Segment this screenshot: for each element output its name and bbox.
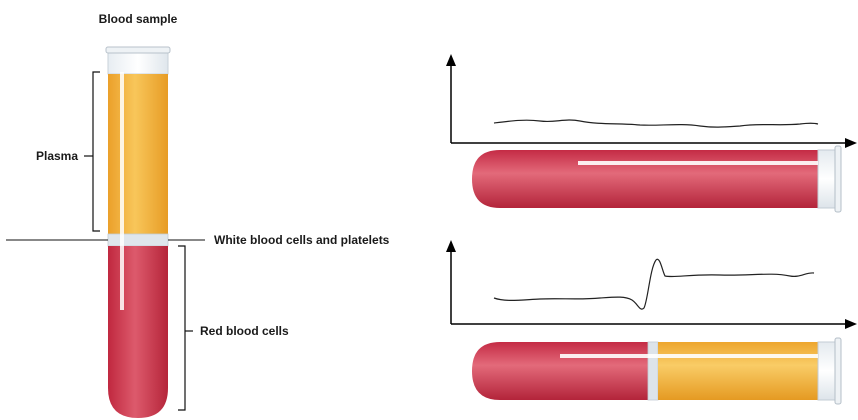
tube-rim-bottom bbox=[835, 338, 841, 404]
top-graph bbox=[446, 54, 857, 148]
bottom-graph bbox=[446, 240, 857, 329]
glass-highlight bbox=[120, 72, 124, 310]
bottom-graph-y-arrow bbox=[446, 240, 456, 252]
mixed-blood-fill bbox=[472, 150, 818, 208]
glass-highlight-top bbox=[578, 161, 818, 165]
tube-rim bbox=[106, 47, 170, 53]
tube-rim-top bbox=[835, 146, 841, 212]
tube-glass-top bbox=[108, 50, 168, 74]
plasma-label: Plasma bbox=[36, 149, 78, 163]
bottom-graph-trace bbox=[494, 259, 814, 309]
red-cells-bracket bbox=[178, 246, 193, 410]
horizontal-tube-separated bbox=[472, 338, 841, 404]
plasma-bracket bbox=[84, 72, 100, 231]
red-cell-layer bbox=[108, 246, 168, 418]
glass-highlight-bottom bbox=[560, 354, 818, 358]
top-graph-y-arrow bbox=[446, 54, 456, 66]
buffy-coat-layer bbox=[108, 234, 168, 246]
vertical-test-tube bbox=[106, 47, 170, 418]
separated-red-cells bbox=[472, 342, 648, 400]
buffy-coat-label: White blood cells and platelets bbox=[214, 233, 390, 247]
red-cells-label: Red blood cells bbox=[200, 324, 289, 338]
separated-buffy-coat bbox=[648, 342, 658, 400]
plasma-layer bbox=[108, 74, 168, 234]
separated-plasma bbox=[658, 342, 818, 400]
top-graph-x-arrow bbox=[845, 138, 857, 148]
horizontal-tube-mixed bbox=[472, 146, 841, 212]
top-graph-trace bbox=[494, 120, 818, 127]
bottom-graph-x-arrow bbox=[845, 319, 857, 329]
diagram-title: Blood sample bbox=[99, 12, 178, 26]
